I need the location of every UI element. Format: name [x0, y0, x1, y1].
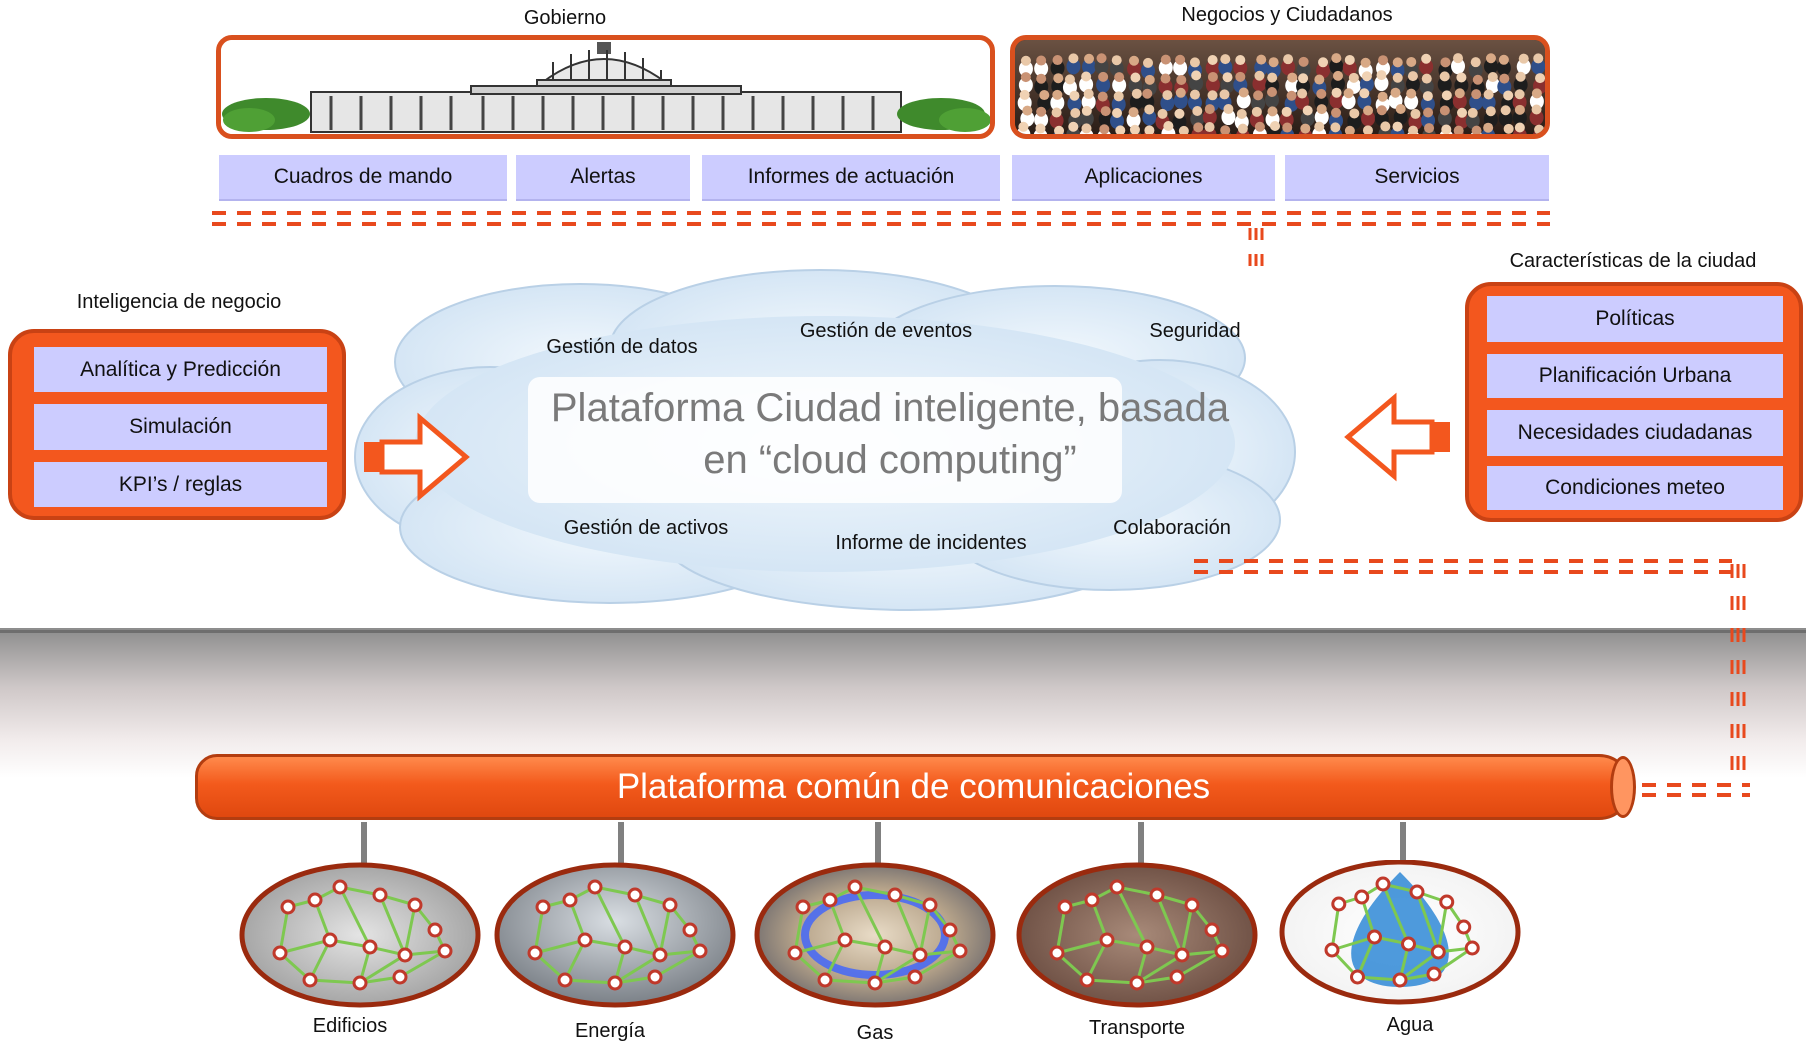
- stem-agua: [1400, 822, 1406, 864]
- pipe-dashed-connector: [1617, 783, 1750, 797]
- negocios-title: Negocios y Ciudadanos: [1181, 4, 1393, 26]
- left-item-kpis[interactable]: KPI’s / reglas: [34, 462, 327, 507]
- vertical-dashed-connector-top: [1248, 228, 1264, 280]
- right-item-condiciones[interactable]: Condiciones meteo: [1487, 466, 1783, 510]
- right-item-politicas[interactable]: Políticas: [1487, 296, 1783, 342]
- inteligencia-negocio-panel: Analítica y Predicción Simulación KPI’s …: [8, 329, 346, 520]
- left-item-simulacion[interactable]: Simulación: [34, 404, 327, 450]
- cloud-service-colaboracion: Colaboración: [1113, 517, 1231, 539]
- stem-energia: [618, 822, 624, 864]
- domain-ellipse-0: [239, 862, 481, 1008]
- negocios-image: [1010, 35, 1550, 139]
- pipe-end-cap: [1610, 756, 1636, 818]
- gobierno-title: Gobierno: [523, 7, 607, 29]
- tab-cuadros-de-mando[interactable]: Cuadros de mando: [219, 155, 507, 201]
- domain-label-energia: Energía: [574, 1020, 646, 1042]
- tab-aplicaciones[interactable]: Aplicaciones: [1012, 155, 1275, 201]
- right-panel-title: Características de la ciudad: [1509, 250, 1757, 272]
- cloud-title: Plataforma Ciudad inteligente, basada en…: [528, 382, 1252, 486]
- right-item-planificacion[interactable]: Planificación Urbana: [1487, 354, 1783, 398]
- cloud-service-seguridad: Seguridad: [1149, 320, 1241, 342]
- stem-transporte: [1138, 822, 1144, 864]
- tab-informes-de-actuacion[interactable]: Informes de actuación: [702, 155, 1000, 201]
- domain-ellipse-2: [754, 862, 996, 1008]
- tab-alertas[interactable]: Alertas: [516, 155, 690, 201]
- domain-network-illustrations: [239, 860, 1521, 1008]
- cloud-shape: [354, 269, 1296, 611]
- left-arrow-icon: [1344, 392, 1450, 482]
- domain-ellipse-4: [1279, 860, 1521, 1005]
- cloud-service-informe-incidentes: Informe de incidentes: [835, 532, 1027, 554]
- tab-servicios[interactable]: Servicios: [1285, 155, 1549, 201]
- crowd-photo-illustration: [1015, 40, 1545, 134]
- cloud-service-gestion-activos: Gestión de activos: [563, 517, 729, 539]
- domain-label-transporte: Transporte: [1089, 1017, 1185, 1039]
- cloud-title-line2: en “cloud computing”: [703, 438, 1077, 482]
- domain-label-gas: Gas: [856, 1022, 894, 1044]
- vertical-dashed-connector-right: [1730, 564, 1746, 774]
- stem-edificios: [361, 822, 367, 864]
- stem-gas: [875, 822, 881, 864]
- communications-pipe: Plataforma común de comunicaciones: [195, 754, 1632, 820]
- pipe-label: Plataforma común de comunicaciones: [616, 767, 1211, 806]
- background-band: [0, 628, 1806, 778]
- top-dashed-connector: [212, 211, 1550, 226]
- right-arrow-icon: [364, 412, 470, 502]
- cloud-title-line1: Plataforma Ciudad inteligente, basada: [550, 386, 1230, 430]
- cloud-service-gestion-eventos: Gestión de eventos: [799, 320, 973, 342]
- capitol-building-illustration: [221, 40, 990, 134]
- right-item-necesidades[interactable]: Necesidades ciudadanas: [1487, 410, 1783, 456]
- domain-ellipse-3: [1016, 862, 1258, 1008]
- domain-ellipse-1: [494, 862, 736, 1008]
- left-panel-title: Inteligencia de negocio: [76, 291, 282, 313]
- right-dashed-connector: [1194, 559, 1732, 574]
- domain-label-edificios: Edificios: [312, 1015, 388, 1037]
- domain-label-agua: Agua: [1386, 1014, 1434, 1036]
- band-divider: [0, 630, 1806, 633]
- caracteristicas-ciudad-panel: Políticas Planificación Urbana Necesidad…: [1465, 282, 1803, 522]
- gobierno-image: [216, 35, 995, 139]
- left-item-analitica[interactable]: Analítica y Predicción: [34, 347, 327, 392]
- cloud-service-gestion-datos: Gestión de datos: [546, 336, 698, 358]
